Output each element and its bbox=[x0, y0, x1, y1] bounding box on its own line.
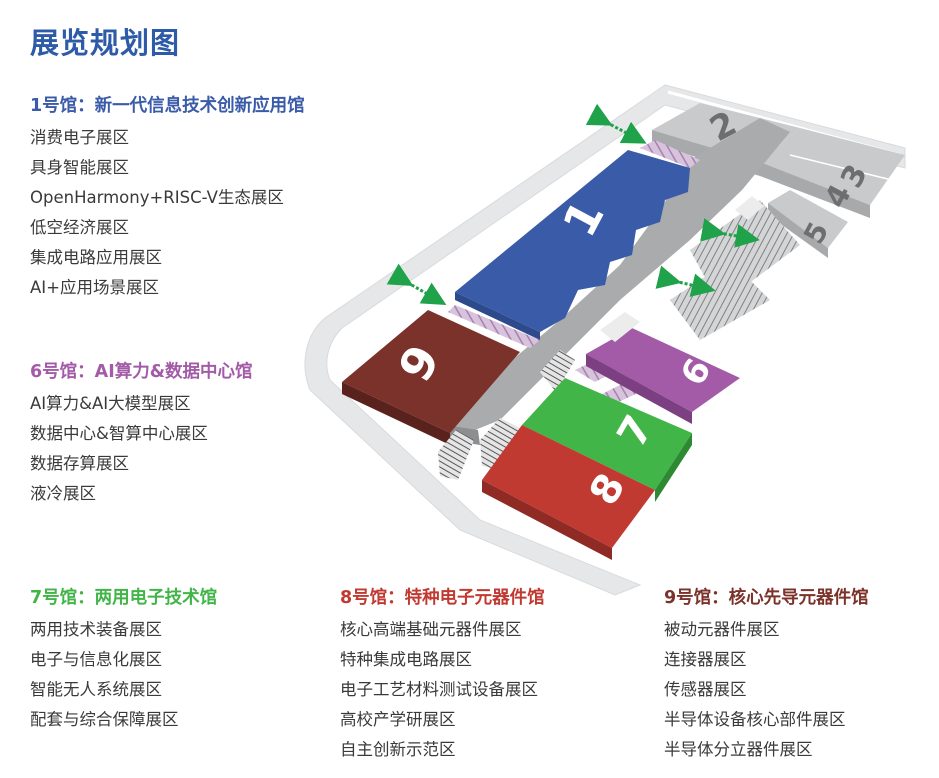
hall-3-4-block: 3 4 bbox=[760, 128, 905, 218]
floor-map: 2 3 4 5 1 9 bbox=[304, 84, 906, 596]
zone-item: 液冷展区 bbox=[30, 484, 96, 503]
zone-item: 半导体分立器件展区 bbox=[664, 740, 813, 759]
hall-6-heading: 6号馆：AI算力&数据中心馆 bbox=[30, 362, 253, 382]
arrow-north bbox=[585, 103, 647, 144]
hall-1-legend: 1号馆：新一代信息技术创新应用馆 消费电子展区 具身智能展区 OpenHarmo… bbox=[30, 92, 305, 303]
zone-item: 自主创新示范区 bbox=[340, 740, 456, 759]
zone-item: AI算力&AI大模型展区 bbox=[30, 394, 191, 413]
hall-1-heading: 1号馆：新一代信息技术创新应用馆 bbox=[30, 96, 305, 116]
zone-item: 半导体设备核心部件展区 bbox=[664, 710, 846, 729]
stairs-mid bbox=[480, 418, 520, 470]
zone-item: OpenHarmony+RISC-V生态展区 bbox=[30, 188, 284, 207]
hall-7-zone-list: 两用技术装备展区 电子与信息化展区 智能无人系统展区 配套与综合保障展区 bbox=[30, 615, 217, 735]
zone-item: 电子工艺材料测试设备展区 bbox=[340, 680, 538, 699]
hall-7-heading: 7号馆：两用电子技术馆 bbox=[30, 588, 218, 608]
zone-item: 核心高端基础元器件展区 bbox=[340, 620, 522, 639]
zone-item: 具身智能展区 bbox=[30, 158, 129, 177]
bridge-hall1-north bbox=[640, 140, 700, 168]
stairs-west bbox=[438, 430, 474, 480]
hall-8-zone-list: 核心高端基础元器件展区 特种集成电路展区 电子工艺材料测试设备展区 高校产学研展… bbox=[340, 615, 545, 765]
stairs-east-2 bbox=[670, 260, 770, 340]
zone-item: 被动元器件展区 bbox=[664, 620, 780, 639]
arrow-east-1 bbox=[700, 218, 760, 248]
outer-walkway bbox=[304, 84, 906, 596]
hall-1-block: 1 bbox=[455, 150, 690, 340]
hall-7-block: 7 bbox=[522, 378, 692, 502]
zone-item: 智能无人系统展区 bbox=[30, 680, 162, 699]
zone-item: 集成电路应用展区 bbox=[30, 248, 162, 267]
page-title: 展览规划图 bbox=[30, 26, 181, 60]
zone-item: 低空经济展区 bbox=[30, 218, 129, 237]
zone-item: 特种集成电路展区 bbox=[340, 650, 472, 669]
zone-item: 连接器展区 bbox=[664, 650, 747, 669]
zone-item: 消费电子展区 bbox=[30, 128, 129, 147]
arrow-east-2 bbox=[655, 265, 716, 297]
zone-item: 高校产学研展区 bbox=[340, 710, 456, 729]
zone-item: 数据存算展区 bbox=[30, 454, 129, 473]
zone-item: 两用技术装备展区 bbox=[30, 620, 162, 639]
hall-9-zone-list: 被动元器件展区 连接器展区 传感器展区 半导体设备核心部件展区 半导体分立器件展… bbox=[664, 615, 869, 765]
stairs-center bbox=[540, 350, 575, 392]
hall-6-zone-list: AI算力&AI大模型展区 数据中心&智算中心展区 数据存算展区 液冷展区 bbox=[30, 389, 253, 509]
bridge-hall1-south bbox=[448, 305, 540, 348]
entrance-arrows bbox=[386, 103, 760, 305]
zone-item: AI+应用场景展区 bbox=[30, 278, 159, 297]
hall-8-heading: 8号馆：特种电子元器件馆 bbox=[340, 588, 545, 608]
zone-item: 数据中心&智算中心展区 bbox=[30, 424, 208, 443]
hall-6-legend: 6号馆：AI算力&数据中心馆 AI算力&AI大模型展区 数据中心&智算中心展区 … bbox=[30, 358, 253, 509]
zone-item: 传感器展区 bbox=[664, 680, 747, 699]
hall-1-zone-list: 消费电子展区 具身智能展区 OpenHarmony+RISC-V生态展区 低空经… bbox=[30, 123, 305, 303]
hall-9-legend: 9号馆：核心先导元器件馆 被动元器件展区 连接器展区 传感器展区 半导体设备核心… bbox=[664, 584, 869, 765]
hall-6-block: 6 bbox=[586, 328, 740, 424]
zone-item: 配套与综合保障展区 bbox=[30, 710, 179, 729]
zone-item: 电子与信息化展区 bbox=[30, 650, 162, 669]
hall-8-block: 8 bbox=[482, 425, 655, 560]
hall-7-legend: 7号馆：两用电子技术馆 两用技术装备展区 电子与信息化展区 智能无人系统展区 配… bbox=[30, 584, 217, 735]
hall-9-block: 9 bbox=[342, 310, 520, 445]
hall-9-heading: 9号馆：核心先导元器件馆 bbox=[664, 588, 869, 608]
hall-8-legend: 8号馆：特种电子元器件馆 核心高端基础元器件展区 特种集成电路展区 电子工艺材料… bbox=[340, 584, 545, 765]
arrow-west bbox=[386, 263, 447, 305]
